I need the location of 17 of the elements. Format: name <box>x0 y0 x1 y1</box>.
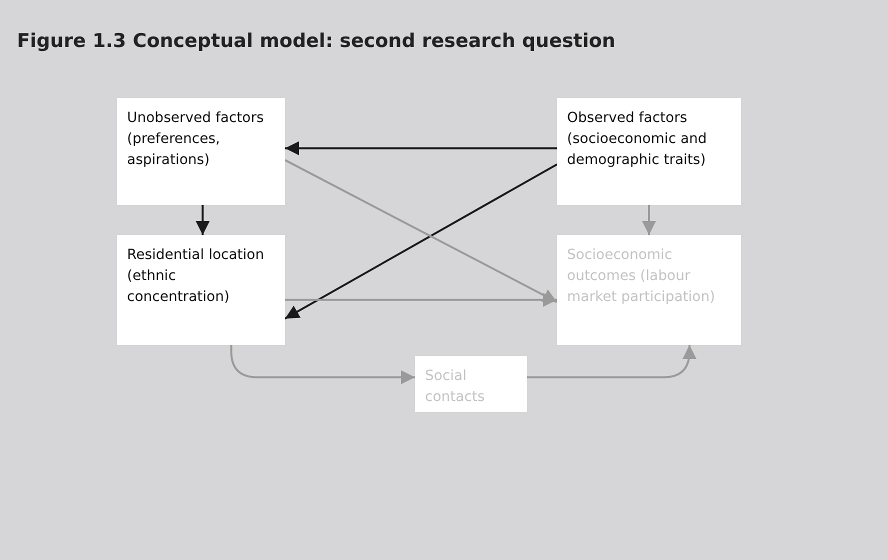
arrow <box>285 141 557 156</box>
box-label: Unobserved factors (preferences, aspirations) <box>127 109 265 170</box>
arrow <box>527 345 696 378</box>
box-label: Socioeconomic outcomes (labour market participation) <box>567 246 716 307</box>
figure-title: Figure 1.3 Conceptual model: second research question <box>17 30 616 52</box>
arrow <box>285 292 557 307</box>
factor-box <box>557 235 741 345</box>
factor-box <box>557 98 741 205</box>
factor-box <box>415 356 527 412</box>
arrow <box>642 205 656 235</box>
factor-box <box>117 235 285 345</box>
box-label: Social contacts <box>425 367 486 407</box>
factor-box <box>117 98 285 205</box>
box-label: Residential location (ethnic concentration) <box>127 246 266 307</box>
box-label: Observed factors (socioeconomic and demographic traits) <box>567 109 708 170</box>
arrow <box>230 345 415 384</box>
arrow <box>196 205 210 235</box>
